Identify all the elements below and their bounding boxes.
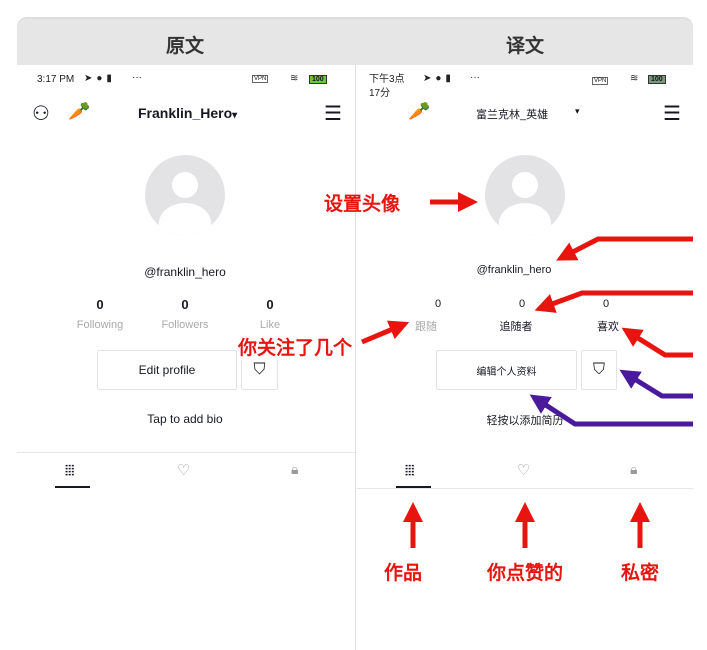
- status-time: 下午3点 17分: [369, 73, 405, 101]
- handle: @franklin_hero: [144, 265, 226, 279]
- status-more: ···: [470, 72, 480, 83]
- wifi-icon: ≋: [290, 73, 299, 84]
- likes-count[interactable]: 0: [602, 298, 610, 310]
- arrow-likes: [621, 327, 693, 358]
- wifi-icon: ≋: [630, 73, 639, 84]
- annotation-private: 私密: [620, 563, 660, 584]
- profile-username-title[interactable]: 富兰克林_英雄: [476, 109, 549, 121]
- status-time-line1: 下午3点: [369, 74, 405, 85]
- tab-videos-grid-icon[interactable]: ⦙⦙⦙: [405, 462, 415, 478]
- chevron-down-icon: ▾: [232, 110, 238, 121]
- edit-profile-button[interactable]: 编辑个人资料: [436, 350, 577, 390]
- status-time: 3:17 PM: [37, 74, 75, 85]
- menu-icon[interactable]: ☰: [324, 103, 342, 125]
- tab-videos-grid-icon[interactable]: ⦙⦙⦙: [65, 462, 75, 478]
- avatar[interactable]: [145, 155, 225, 235]
- tab-liked-heart-icon[interactable]: ♡: [517, 462, 531, 479]
- active-tab-indicator: [396, 486, 431, 488]
- menu-icon[interactable]: ☰: [663, 103, 681, 125]
- battery-icon: 100: [648, 75, 666, 84]
- annotation-following: 你关注了几个: [238, 333, 353, 360]
- tab-private-lock-icon[interactable]: 🔒︎: [291, 461, 299, 477]
- bio-prompt[interactable]: Tap to add bio: [147, 412, 223, 426]
- bio-prompt[interactable]: 轻按以添加简历: [486, 415, 564, 427]
- arrow-handle: [556, 236, 693, 261]
- carrot-icon: 🥕: [408, 101, 431, 121]
- likes-count[interactable]: 0: [266, 297, 274, 312]
- original-heading: 原文: [165, 35, 205, 57]
- divider: [357, 488, 693, 489]
- followers-label[interactable]: 追随者: [499, 321, 533, 333]
- battery-icon: 100: [309, 75, 327, 84]
- following-count[interactable]: 0: [96, 297, 104, 312]
- status-icons: ➤●▮: [84, 73, 116, 84]
- edit-profile-button[interactable]: Edit profile: [97, 350, 237, 390]
- active-tab-indicator: [55, 486, 90, 488]
- add-friend-icon[interactable]: ⚇: [32, 103, 50, 125]
- comparison-header: 原文 译文: [17, 17, 693, 65]
- likes-label[interactable]: 喜欢: [597, 321, 619, 333]
- arrow-following: [361, 320, 410, 345]
- status-time-line2: 17分: [369, 88, 391, 99]
- following-count[interactable]: 0: [434, 298, 442, 310]
- vpn-icon: VPN: [252, 75, 269, 83]
- tab-liked-heart-icon[interactable]: ♡: [177, 462, 191, 479]
- vpn-icon: VPN: [592, 77, 609, 85]
- username-text: Franklin_Hero: [138, 105, 233, 121]
- annotation-works: 作品: [383, 563, 423, 584]
- arrow-bookmark: [619, 369, 693, 399]
- tab-private-lock-icon[interactable]: 🔒︎: [630, 461, 638, 477]
- panel-divider: [355, 65, 356, 650]
- divider: [17, 452, 355, 453]
- arrow-followers: [534, 290, 693, 313]
- followers-label[interactable]: Followers: [161, 319, 209, 331]
- annotation-liked: 你点赞的: [486, 563, 564, 584]
- status-icons: ➤●▮: [423, 73, 455, 84]
- followers-count[interactable]: 0: [181, 297, 189, 312]
- carrot-icon: 🥕: [68, 101, 91, 121]
- translated-heading: 译文: [505, 35, 545, 57]
- following-label[interactable]: Following: [76, 319, 124, 331]
- following-label[interactable]: 跟随: [415, 321, 437, 333]
- annotation-avatar: 设置头像: [324, 194, 401, 215]
- likes-label[interactable]: Like: [259, 319, 281, 331]
- profile-username-title[interactable]: Franklin_Hero▾: [138, 105, 237, 121]
- chevron-down-icon[interactable]: ▾: [575, 106, 580, 116]
- handle: @franklin_hero: [476, 264, 552, 276]
- avatar[interactable]: [485, 155, 565, 235]
- status-more: ···: [132, 72, 142, 83]
- followers-count[interactable]: 0: [518, 298, 526, 310]
- bookmark-icon[interactable]: ⛉: [581, 350, 617, 390]
